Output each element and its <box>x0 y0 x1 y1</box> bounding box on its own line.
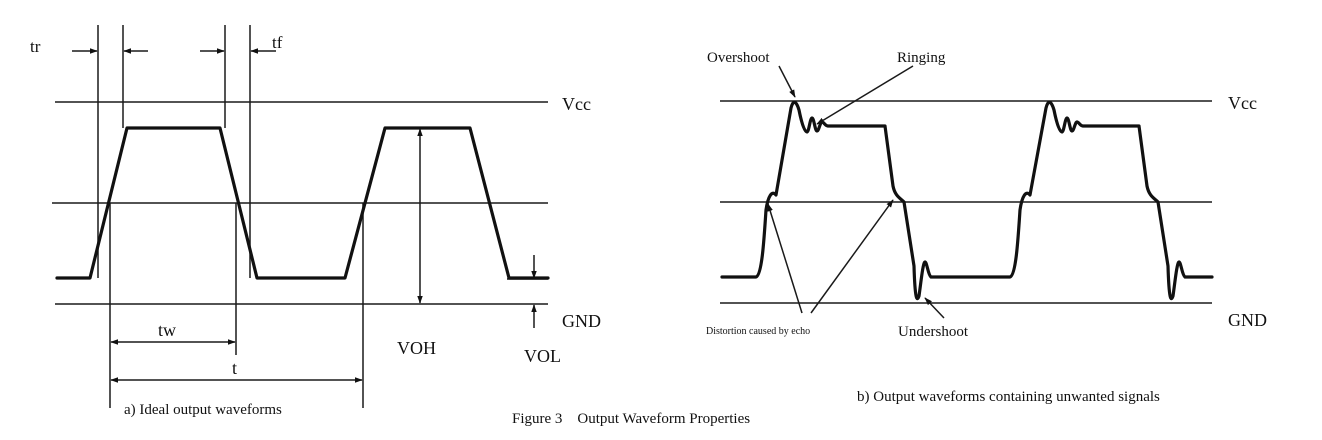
ringing-label: Ringing <box>897 50 946 66</box>
distorted-waveform <box>720 100 1214 301</box>
panel-a-ideal-waveforms: tr tf Vcc GND tw t VOH VOL a) Ideal outp… <box>30 25 601 418</box>
tf-label: tf <box>272 33 283 52</box>
echo-arrow-1 <box>767 203 803 314</box>
voh-label: VOH <box>397 338 436 358</box>
overshoot-arrow <box>778 65 796 98</box>
figure-caption: Figure 3 Output Waveform Properties <box>512 411 750 427</box>
panel-a-subcaption: a) Ideal output waveforms <box>124 402 282 418</box>
vcc-label: Vcc <box>562 94 591 114</box>
distortion-label: Distortion caused by echo <box>706 326 810 337</box>
tw-label: tw <box>158 320 176 340</box>
gnd-label: GND <box>562 311 601 331</box>
ringing-arrow <box>816 65 914 125</box>
panel-b-unwanted-signals: Overshoot Ringing Vcc GND Distortion cau… <box>706 50 1267 405</box>
overshoot-label: Overshoot <box>707 50 770 66</box>
ideal-waveform <box>55 126 550 280</box>
panel-b-subcaption: b) Output waveforms containing unwanted … <box>857 389 1160 405</box>
gnd-label: GND <box>1228 310 1267 330</box>
vcc-label: Vcc <box>1228 93 1257 113</box>
vol-label: VOL <box>524 346 561 366</box>
undershoot-arrow <box>924 297 945 319</box>
echo-arrow-2 <box>810 199 894 314</box>
tr-label: tr <box>30 37 41 56</box>
t-label: t <box>232 358 237 378</box>
undershoot-label: Undershoot <box>898 324 969 340</box>
